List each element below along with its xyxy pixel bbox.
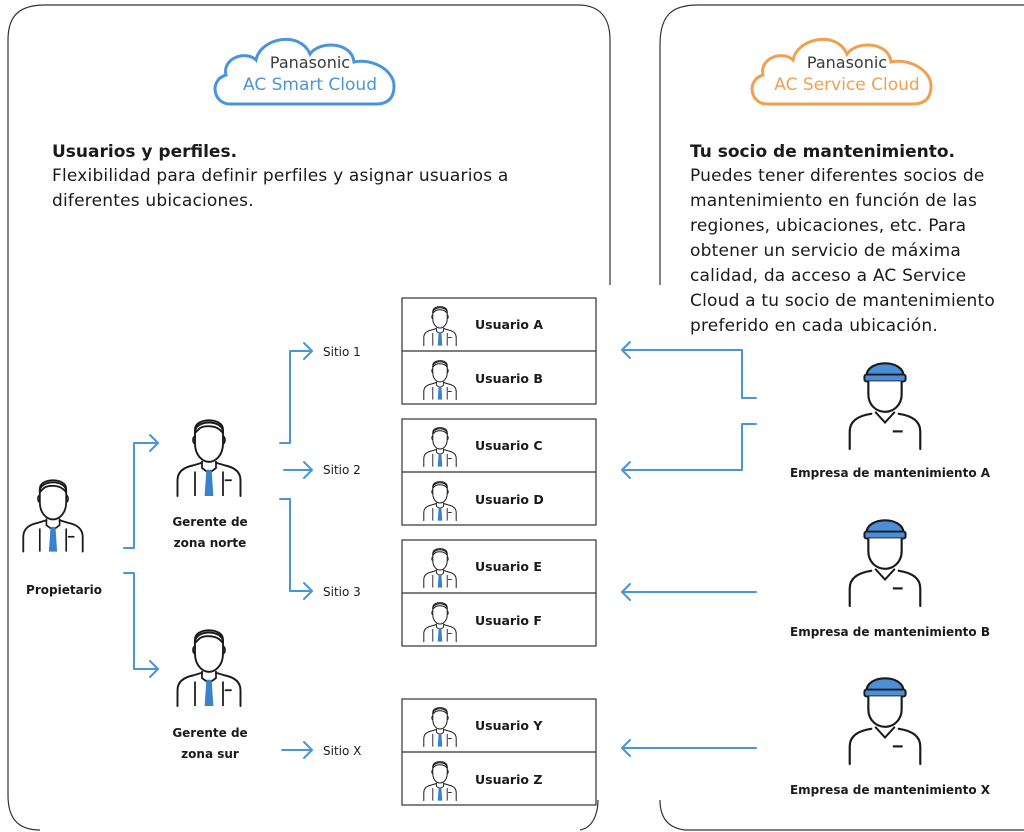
south-manager-label-line: zona sur — [181, 747, 239, 761]
user-label: Usuario Y — [475, 718, 543, 733]
technician-icon — [848, 519, 922, 608]
left-panel-frame-bottom — [579, 799, 599, 831]
arrow-icon — [621, 349, 757, 399]
north-manager-label: Gerente de zona norte — [160, 512, 260, 554]
left-panel-frame — [7, 4, 611, 831]
arrow-icon — [303, 741, 313, 759]
arrow-icon — [303, 461, 313, 479]
user-group-2 — [401, 418, 597, 526]
smart-cloud-brand: Panasonic — [269, 53, 351, 72]
arrow-icon — [621, 739, 631, 757]
right-description-line: mantenimiento en función de las — [690, 191, 978, 211]
site-label: Sitio 1 — [323, 345, 361, 359]
site-label: Sitio 3 — [323, 585, 361, 599]
right-heading: Tu socio de mantenimiento. — [690, 142, 955, 162]
north-manager-label-line: zona norte — [173, 536, 247, 550]
right-panel-frame — [659, 4, 1024, 285]
company-label: Empresa de mantenimiento X — [789, 783, 991, 797]
left-description-line: Flexibilidad para definir perfiles y asi… — [52, 166, 509, 186]
user-group-4 — [401, 698, 597, 806]
user-label: Usuario E — [475, 559, 542, 574]
right-description-line: regiones, ubicaciones, etc. Para — [690, 216, 967, 236]
arrow-icon — [279, 350, 313, 444]
user-group-3 — [401, 539, 597, 647]
cloud-icon — [750, 37, 933, 106]
manager-icon — [176, 629, 242, 708]
user-label: Usuario A — [475, 317, 543, 332]
user-label: Usuario F — [475, 613, 542, 628]
right-description-line: Cloud a tu socio de mantenimiento — [690, 291, 995, 311]
manager-icon — [176, 419, 242, 498]
user-label: Usuario C — [475, 438, 543, 453]
arrow-icon — [621, 583, 631, 601]
north-manager-label-line: Gerente de — [172, 515, 248, 529]
site-label: Sitio X — [323, 744, 362, 758]
owner-label: Propietario — [26, 583, 102, 597]
technician-icon — [848, 362, 922, 451]
connectors — [123, 341, 757, 759]
right-description-line: Puedes tener diferentes socios de — [690, 166, 985, 186]
service-cloud-brand: Panasonic — [806, 53, 888, 72]
arrow-icon — [123, 572, 159, 670]
arrow-icon — [123, 442, 159, 549]
arrow-icon — [303, 582, 313, 600]
company-label: Empresa de mantenimiento A — [789, 466, 991, 480]
company-label: Empresa de mantenimiento B — [790, 625, 990, 639]
right-description-line: calidad, da acceso a AC Service — [690, 266, 967, 286]
arrow-icon — [149, 434, 159, 452]
right-description-line: preferido en cada ubicación. — [690, 316, 938, 336]
user-label: Usuario D — [475, 492, 544, 507]
left-heading: Usuarios y perfiles. — [52, 142, 238, 162]
arrow-icon — [279, 498, 313, 592]
arrow-icon — [621, 341, 631, 359]
technician-icon — [848, 677, 922, 766]
arrow-icon — [621, 423, 757, 471]
south-manager-label-line: Gerente de — [172, 726, 248, 740]
site-label: Sitio 2 — [323, 463, 361, 477]
service-cloud-label: Panasonic AC Service Cloud — [757, 52, 937, 96]
smart-cloud-label: Panasonic AC Smart Cloud — [220, 52, 400, 96]
manager-icon — [22, 479, 84, 553]
left-description-line: diferentes ubicaciones. — [52, 191, 254, 211]
right-panel-frame-bottom — [659, 799, 1024, 831]
arrow-icon — [303, 342, 313, 360]
arrow-icon — [621, 461, 631, 479]
user-label: Usuario Z — [475, 772, 543, 787]
service-cloud-name: AC Service Cloud — [774, 75, 920, 95]
right-description: Puedes tener diferentes socios de manten… — [690, 164, 995, 339]
user-label: Usuario B — [475, 371, 543, 386]
user-group-1 — [401, 297, 597, 405]
south-manager-label: Gerente de zona sur — [160, 723, 260, 765]
cloud-icon — [213, 37, 396, 106]
left-description: Flexibilidad para definir perfiles y asi… — [52, 164, 509, 214]
smart-cloud-name: AC Smart Cloud — [243, 75, 377, 95]
arrow-icon — [149, 660, 159, 678]
right-description-line: obtener un servicio de máxima — [690, 241, 962, 261]
